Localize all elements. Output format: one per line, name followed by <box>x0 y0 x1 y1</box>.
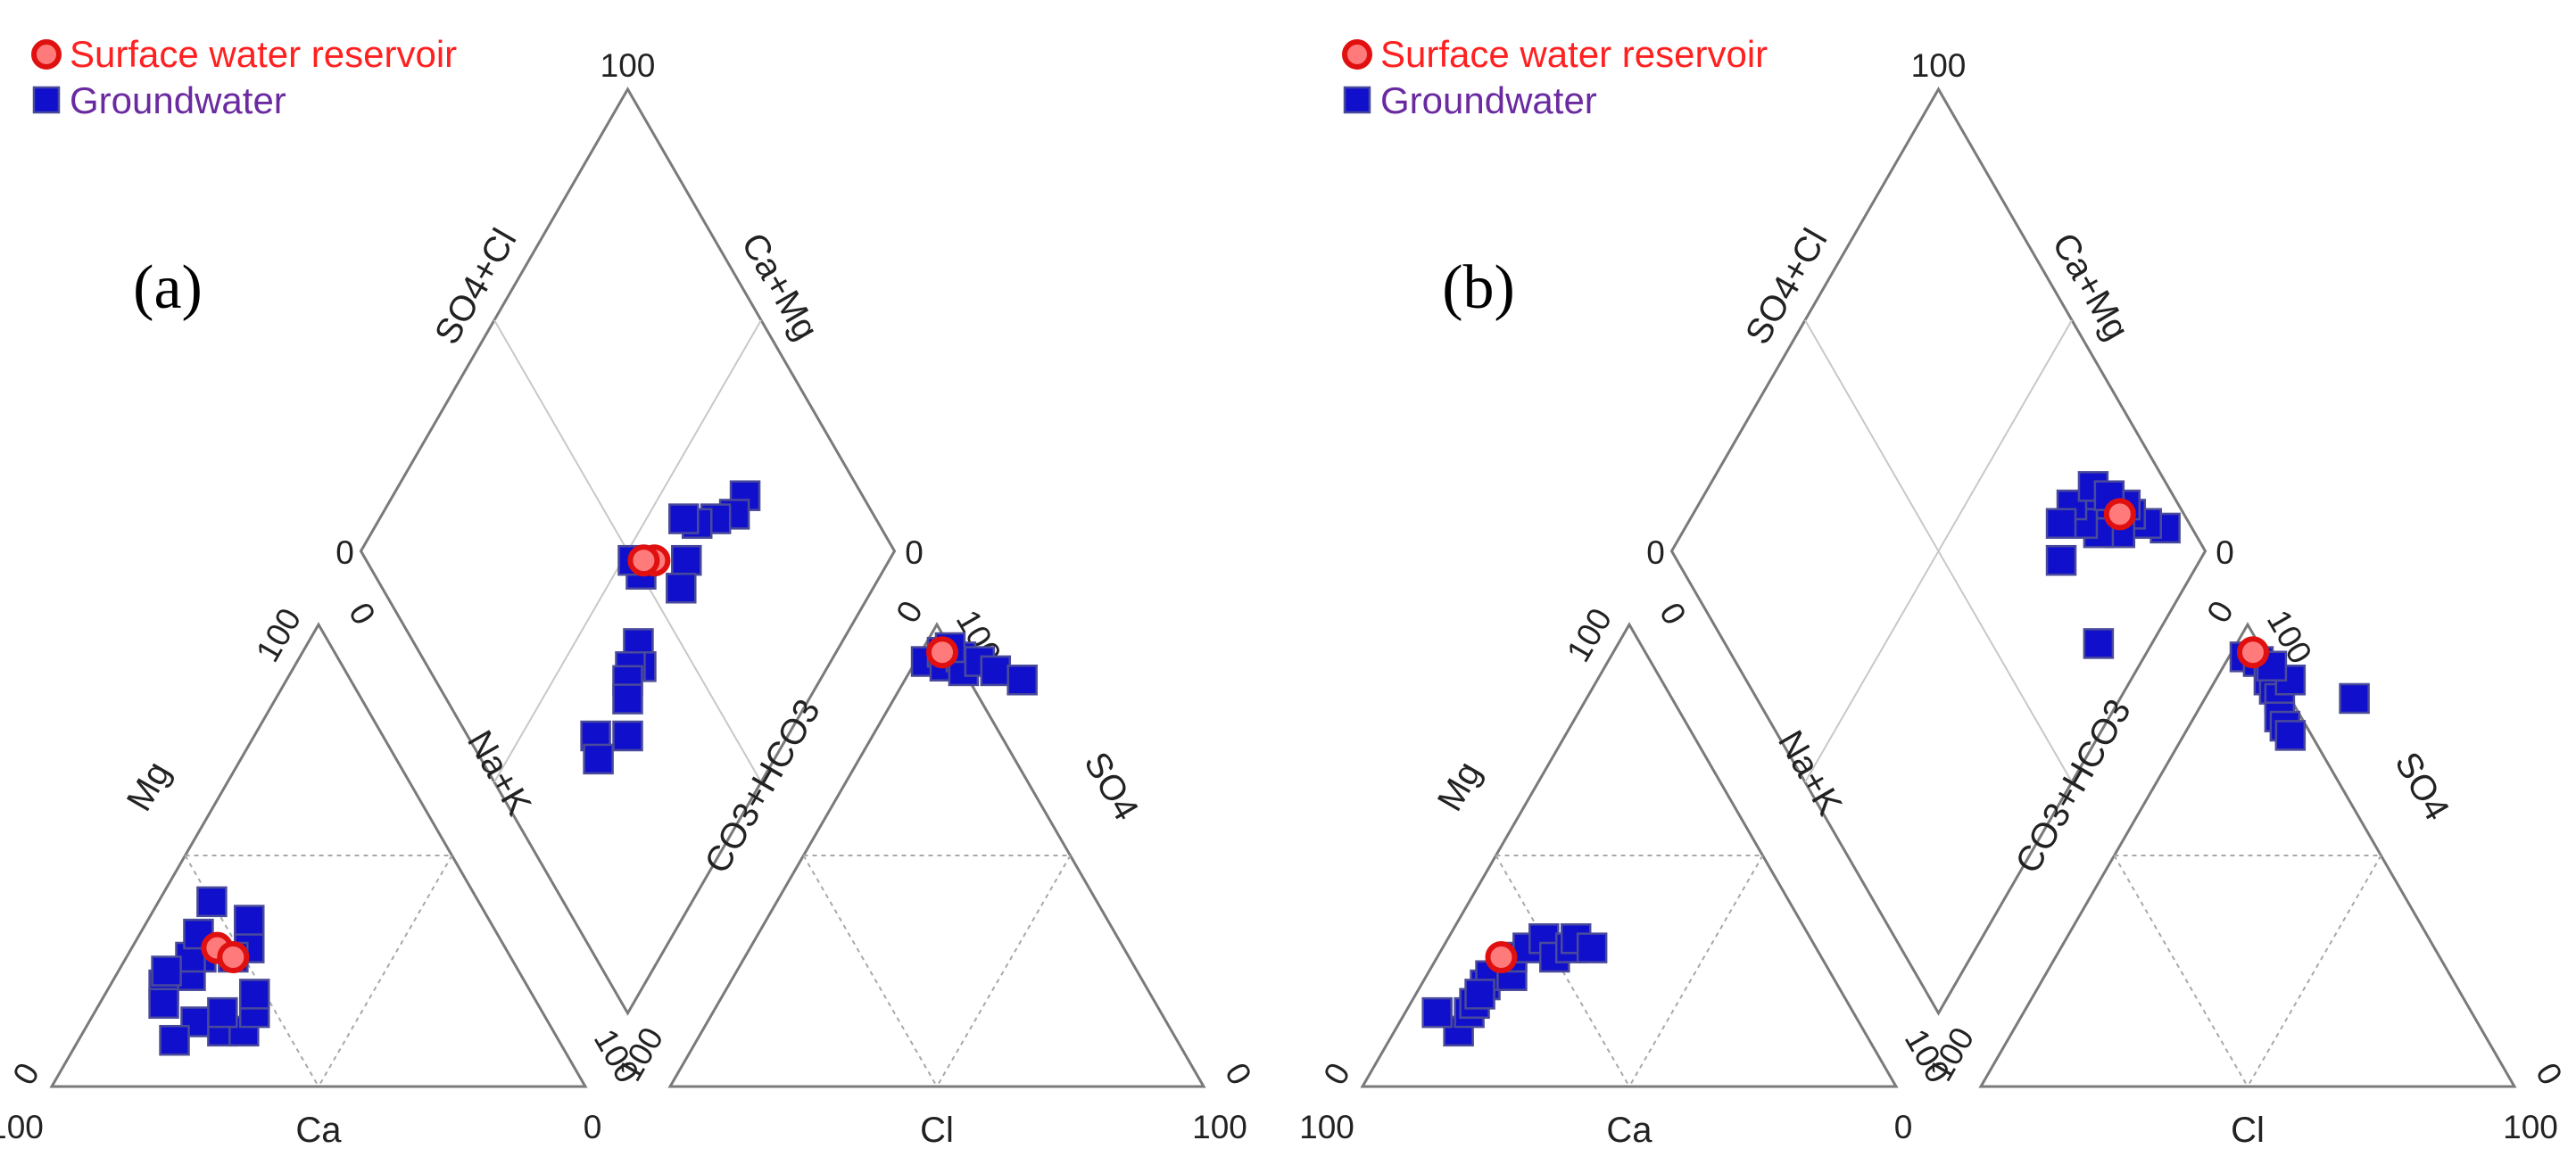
panel-b-tick-label: 0 <box>1652 597 1694 631</box>
panel-a-cation-groundwater-point <box>234 905 265 936</box>
panel-b-cation-groundwater-point <box>1576 932 1608 963</box>
panel-a-cation-groundwater-point <box>159 1024 190 1056</box>
panel-a-axis-label-nak: Na+K <box>460 724 539 822</box>
panel-b-legend-ground-label: Groundwater <box>1380 79 1597 121</box>
panel-b-tick-label: 0 <box>1646 534 1665 571</box>
panel-b-tick-label: 0 <box>1894 1109 1913 1145</box>
panel-a-legend-ground-marker <box>32 86 61 114</box>
panel-b-tick-label: 0 <box>2529 1057 2570 1091</box>
panel-a-diamond-groundwater-point <box>666 573 697 604</box>
panel-b-diamond <box>1669 87 2207 1016</box>
panel-b-axis-label-nak: Na+K <box>1770 724 1850 822</box>
panel-a-anion-groundwater-point <box>980 655 1012 687</box>
panel-a-cation-groundwater-point <box>151 955 182 987</box>
panel-a-anion-surface-water-point <box>925 636 958 669</box>
panel-b-tick-label: 0 <box>2216 534 2234 571</box>
panel-b-anion-groundwater-point <box>2339 682 2370 715</box>
panel-a-cation-groundwater-point <box>207 996 238 1029</box>
panel-a-legend-surface-label: Surface water reservoir <box>70 33 457 75</box>
panel-b-axis-label-camg: Ca+Mg <box>2044 227 2136 347</box>
panel-a-anion-grid-line <box>802 855 938 1087</box>
panel-b-axis-label-so4cl: SO4+Cl <box>1738 222 1835 351</box>
panel-b-cation-grid-line <box>1628 855 1764 1087</box>
panel-a-axis-label-so4: SO4 <box>1076 746 1146 827</box>
panel-a-axis-label-co3: CO3+HCO3 <box>698 693 828 880</box>
panel-b-axis-label-mg: Mg <box>1430 755 1489 817</box>
panel-a-anion-groundwater-point <box>1006 665 1038 696</box>
panel-a-axis-label-cl: Cl <box>920 1111 954 1150</box>
panel-b-anion-triangle <box>1978 622 2517 1088</box>
panel-a-cation-grid-line <box>318 855 453 1087</box>
panel-a-legend-surface-marker <box>31 39 62 70</box>
panel-a-axis-label-ca: Ca <box>295 1111 342 1150</box>
panel-a-diamond <box>359 87 897 1016</box>
panel-a-tick-label: 0 <box>889 595 930 629</box>
panel-b-cation-groundwater-point <box>1464 979 1495 1010</box>
panel-b-diamond-groundwater-point <box>2083 628 2115 659</box>
panel-b-diamond-grid-line <box>1804 319 2073 783</box>
panel-b-diamond-surface-water-point <box>2103 498 2136 531</box>
panel-a-diamond-groundwater-point <box>671 544 702 576</box>
panel-a-diamond-groundwater-point <box>583 743 614 775</box>
panel-b-legend-surface-label: Surface water reservoir <box>1380 33 1768 75</box>
panel-a-anion-triangle <box>667 622 1206 1088</box>
panel-b-axis-label-so4: SO4 <box>2387 746 2456 827</box>
panel-a-tick-label: 0 <box>1218 1057 1259 1091</box>
panel-b-anion-grid-line <box>2113 855 2249 1087</box>
panel-b-diamond-groundwater-point <box>2045 508 2077 540</box>
panel-a-axis-label-camg: Ca+Mg <box>733 227 825 347</box>
panel-a-tick-label: 0 <box>584 1109 602 1145</box>
panel-b-tick-label: 100 <box>2503 1109 2558 1145</box>
panel-b-tick-label: 100 <box>1911 47 1967 84</box>
panel-a-diamond-groundwater-point <box>668 503 700 534</box>
panel-a-cation-surface-water-point <box>217 940 250 973</box>
panel-a-panel-label: (a) <box>133 253 203 322</box>
panel-b-legend-ground-marker <box>1343 86 1371 114</box>
panel-b-axis-label-co3: CO3+HCO3 <box>2009 693 2139 880</box>
panel-b-axis-label-ca: Ca <box>1606 1111 1652 1150</box>
panel-b-tick-label: 100 <box>1299 1109 1354 1145</box>
panel-b-anion-groundwater-point <box>2274 720 2307 751</box>
panel-a-diamond-groundwater-point <box>612 720 643 752</box>
panel-a-tick-label: 100 <box>1192 1109 1247 1145</box>
panel-a-tick-label: 0 <box>5 1057 46 1091</box>
panel-b-tick-label: 0 <box>1316 1057 1357 1091</box>
panel-a-diamond-groundwater-point <box>612 683 643 715</box>
panel-a-tick-label: 0 <box>342 597 383 631</box>
panel-a-tick-label: 0 <box>905 534 924 571</box>
panel-a-legend-ground-label: Groundwater <box>70 79 286 121</box>
panel-a-cation-groundwater-point <box>148 988 179 1020</box>
panel-a-diamond-surface-water-point <box>627 544 660 577</box>
panel-b-diamond-groundwater-point <box>2045 544 2077 576</box>
panel-a-tick-label: 0 <box>335 534 354 571</box>
panel-b-panel-label: (b) <box>1442 253 1515 322</box>
panel-b-legend-surface-marker <box>1342 39 1372 70</box>
panel-b-anion-grid-line <box>2247 855 2382 1087</box>
panel-b-anion-surface-water-point <box>2236 636 2269 669</box>
panel-b-axis-label-cl: Cl <box>2231 1111 2265 1150</box>
panel-b-cation-surface-water-point <box>1485 940 1518 973</box>
panel-a-tick-label: 100 <box>601 47 656 84</box>
panel-b-cation-groundwater-point <box>1421 996 1453 1029</box>
panel-a-tick-label: 100 <box>0 1109 44 1145</box>
panel-a-cation-triangle <box>49 622 588 1088</box>
panel-a-axis-label-mg: Mg <box>120 755 178 817</box>
panel-a-anion-grid-line <box>936 855 1072 1087</box>
panel-b-tick-label: 0 <box>2199 595 2241 629</box>
panel-a-cation-groundwater-point <box>238 979 270 1010</box>
panel-a-axis-label-so4cl: SO4+Cl <box>427 222 525 351</box>
panel-b-anion-groundwater-point <box>2256 650 2288 682</box>
panel-a-cation-groundwater-point <box>196 886 228 918</box>
